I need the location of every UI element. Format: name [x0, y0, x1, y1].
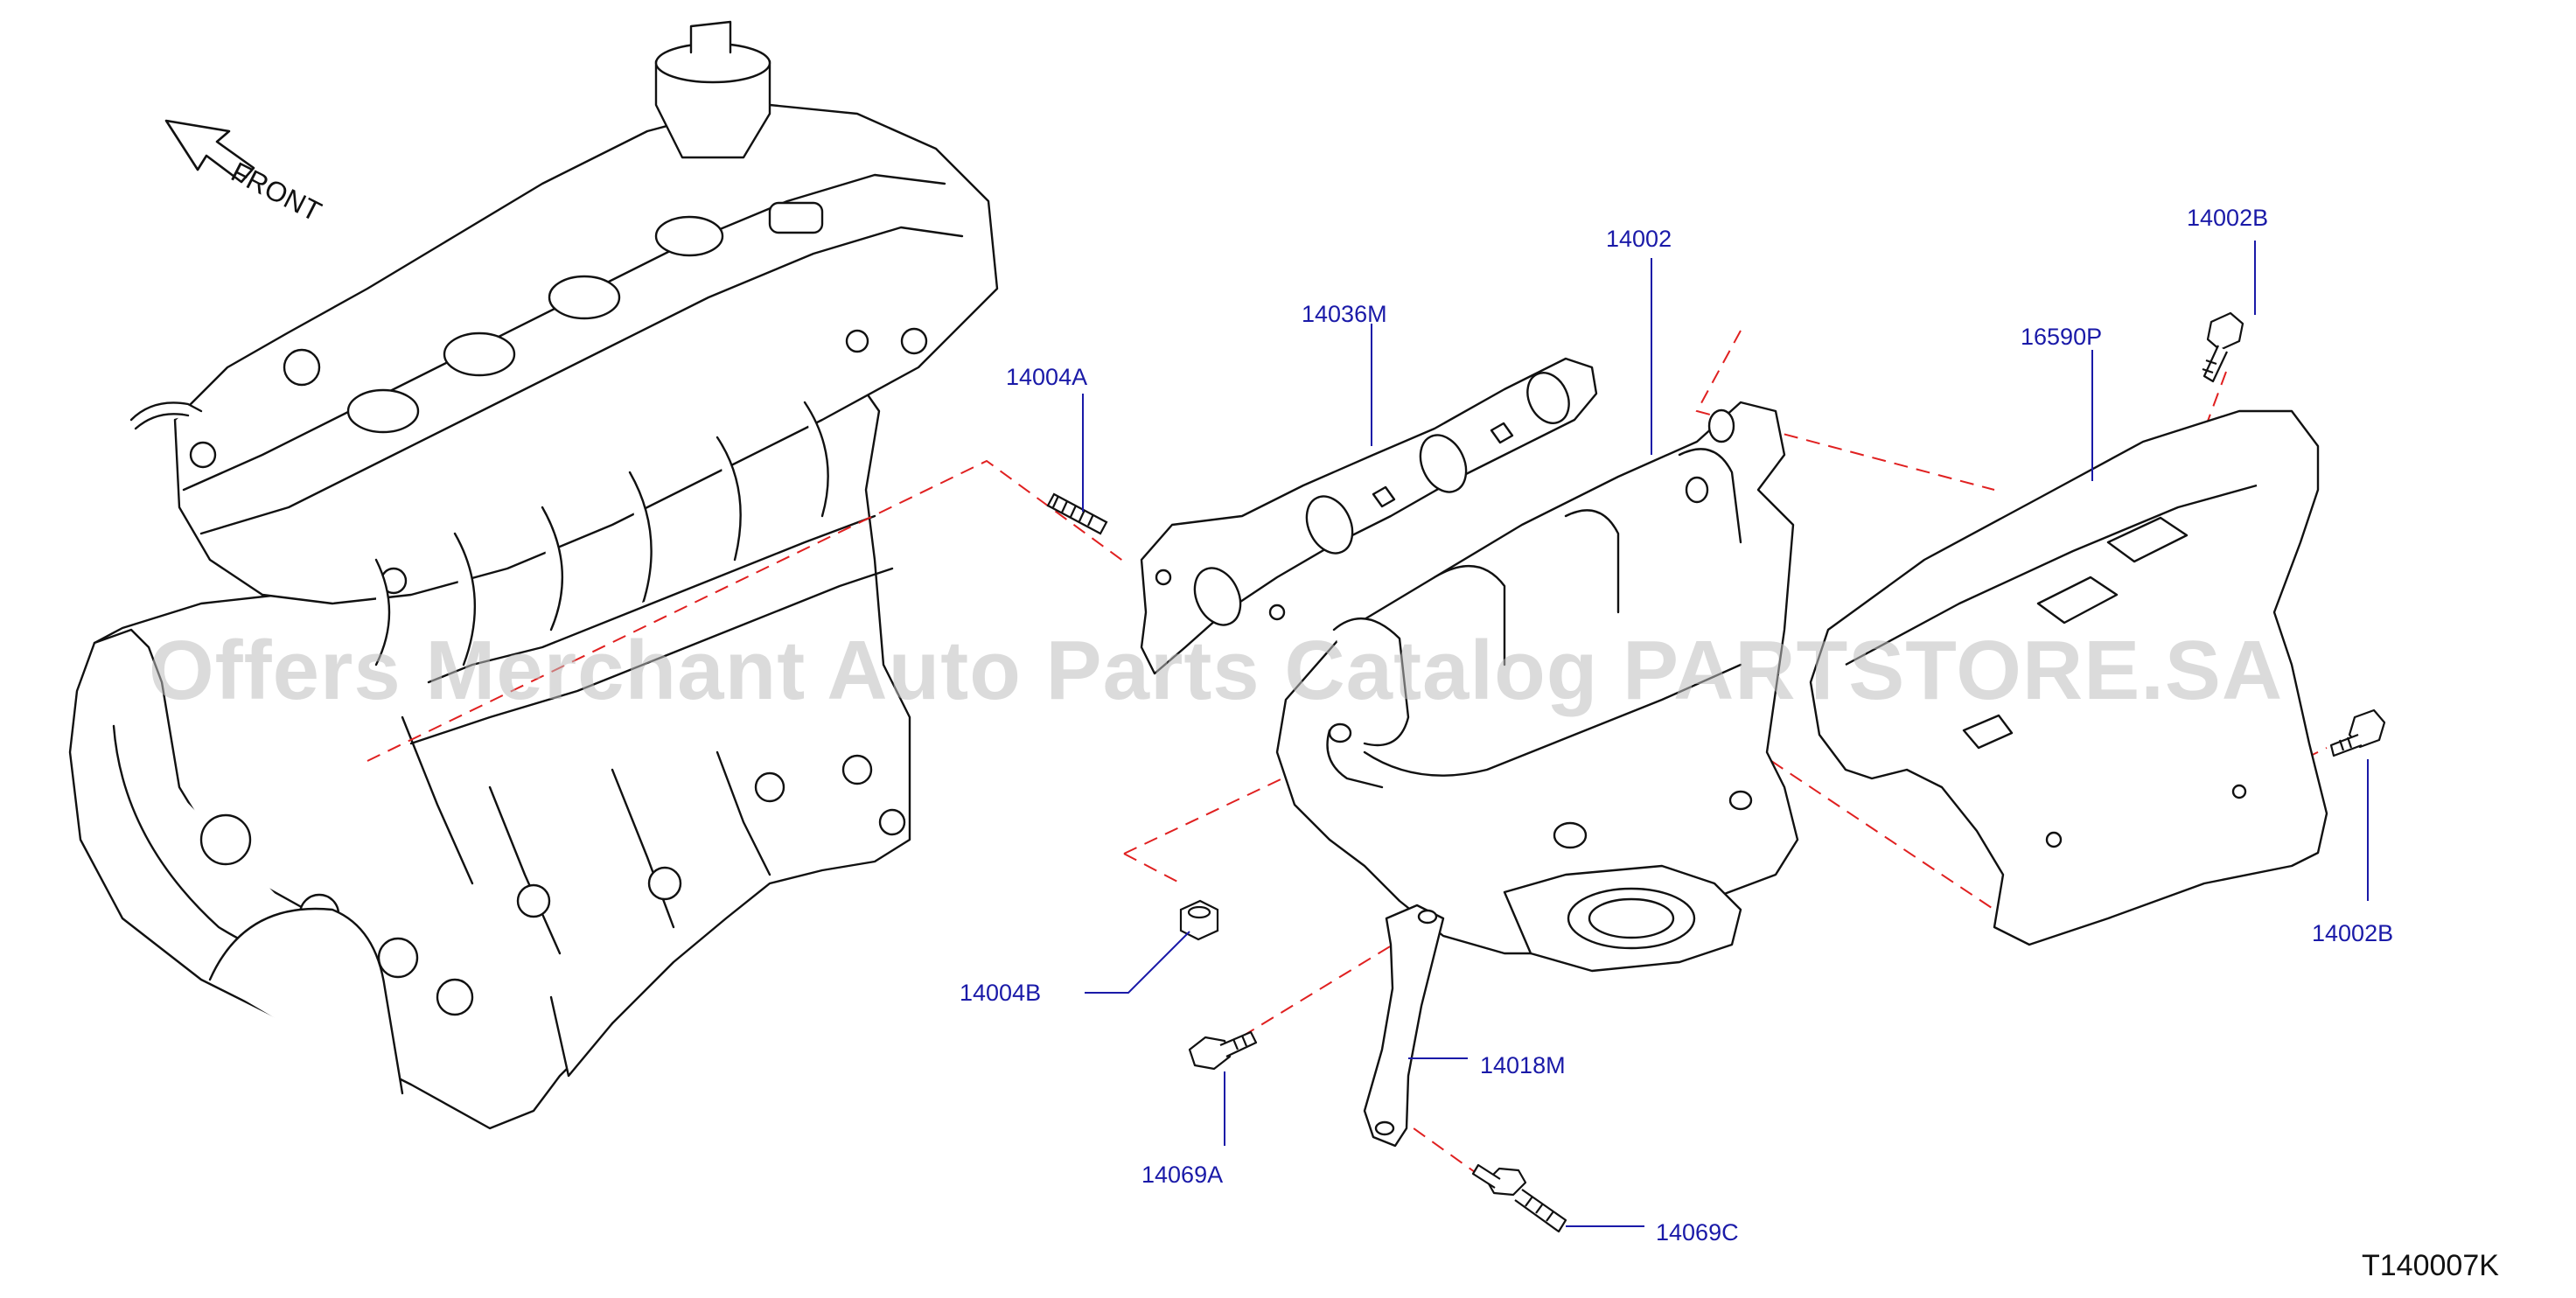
nut-14004B	[1179, 899, 1219, 941]
engine-block	[68, 20, 999, 1130]
stud-14004A	[1046, 492, 1108, 535]
part-label-14004B[interactable]: 14004B	[960, 980, 1042, 1006]
diagram-id: T140007K	[2362, 1249, 2499, 1282]
gasket-14036M	[1140, 357, 1598, 675]
bracket-14018M	[1363, 904, 1445, 1148]
part-label-14069C[interactable]: 14069C	[1656, 1219, 1739, 1246]
callout-leaders	[1082, 241, 2369, 1227]
part-label-14004A[interactable]: 14004A	[1006, 364, 1088, 390]
heat-shield-16590P	[1809, 409, 2328, 946]
exhaust-manifold-14002	[1275, 401, 1799, 973]
leader-14004B	[1085, 931, 1190, 994]
part-label-14069A[interactable]: 14069A	[1141, 1162, 1224, 1188]
stud-bolt-14069C	[1471, 1163, 1567, 1233]
part-label-14002[interactable]: 14002	[1606, 226, 1672, 252]
part-label-14018M[interactable]: 14018M	[1480, 1052, 1566, 1078]
part-label-14002B-right[interactable]: 14002B	[2312, 920, 2394, 946]
part-label-16590P[interactable]: 16590P	[2021, 324, 2103, 350]
bolt-14002B-top	[2202, 311, 2244, 383]
part-label-14002B-top[interactable]: 14002B	[2187, 205, 2269, 231]
watermark: Offers Merchant Auto Parts Catalog PARTS…	[149, 624, 2284, 717]
part-label-14036M[interactable]: 14036M	[1302, 301, 1387, 327]
bolt-14069A	[1188, 1030, 1258, 1071]
bolt-14002B-right	[2329, 708, 2386, 757]
front-arrow-icon	[164, 119, 255, 184]
